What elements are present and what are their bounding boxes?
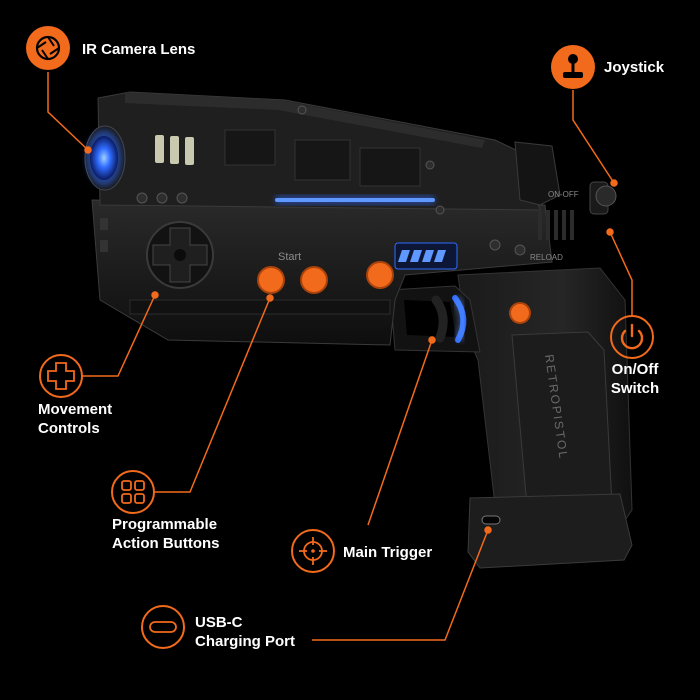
usb-c-port: [481, 515, 501, 525]
rear-marking: RELOAD: [530, 253, 563, 262]
label-usb-c-port: USB-C Charging Port: [195, 613, 295, 651]
leader-line-usb: [312, 529, 489, 641]
leader-line-trigger: [367, 339, 433, 526]
label-ir-camera-lens: IR Camera Lens: [82, 40, 195, 59]
leader-line-joystick: [572, 90, 615, 184]
slide-vent: [155, 135, 164, 163]
label-joystick: Joystick: [604, 58, 664, 77]
start-label: Start: [278, 251, 301, 263]
side-button: [509, 302, 531, 324]
label-line: USB-C: [195, 614, 243, 631]
power-icon: [610, 315, 654, 359]
frame-rail: [129, 299, 391, 315]
action-button-2: [300, 266, 328, 294]
slide-panel: [359, 147, 421, 187]
slide-panel: [294, 139, 351, 181]
label-line: Action Buttons: [112, 535, 220, 552]
action-button-3: [366, 261, 394, 289]
ammo-indicator-bars: [398, 250, 446, 262]
label-line: Movement: [38, 401, 113, 418]
label-line: On/Off: [611, 361, 659, 378]
ir-lens: [90, 136, 118, 180]
trigger-guard-inner: [404, 300, 456, 337]
dpad-icon: [39, 354, 83, 398]
grid-buttons-icon: [111, 470, 155, 514]
led-strip: [275, 198, 435, 202]
leader-line-buttons: [155, 297, 271, 493]
label-line: Main Trigger: [343, 544, 433, 561]
label-movement-controls: Movement Controls: [38, 400, 112, 438]
label-line: Joystick: [604, 59, 665, 76]
slide-vent: [170, 136, 179, 164]
joystick-icon: [551, 45, 595, 89]
front-port: [100, 218, 108, 230]
retro-pistol-device: ON-OFF RELOAD Start: [84, 91, 633, 569]
slide-panel: [224, 129, 276, 166]
action-button-1: [257, 266, 285, 294]
label-on-off-switch: On/Off Switch: [604, 360, 666, 398]
label-line: Controls: [38, 420, 100, 437]
slide-top-ridge: [125, 92, 485, 148]
label-line: Programmable: [112, 516, 218, 533]
magazine-base: [467, 493, 633, 569]
label-line: Charging Port: [195, 633, 295, 650]
label-line: IR Camera Lens: [82, 41, 196, 58]
crosshair-icon: [291, 529, 335, 573]
frame-bolts: [136, 105, 526, 256]
slide-marking: ON-OFF: [548, 190, 579, 199]
rear-vents: [538, 210, 574, 240]
leader-lines: [47, 72, 633, 641]
label-line: Switch: [610, 380, 660, 397]
slide-vent: [185, 137, 194, 165]
label-main-trigger: Main Trigger: [343, 543, 432, 562]
leader-line-dpad: [82, 294, 156, 377]
front-port: [100, 240, 108, 252]
usb-c-icon: [141, 605, 185, 649]
label-action-buttons: Programmable Action Buttons: [112, 515, 219, 553]
leader-line-ir: [47, 72, 89, 151]
leader-line-power: [609, 231, 633, 315]
joystick-knob: [595, 185, 617, 207]
aperture-icon: [26, 26, 70, 70]
rear-sight-block: [514, 141, 561, 206]
